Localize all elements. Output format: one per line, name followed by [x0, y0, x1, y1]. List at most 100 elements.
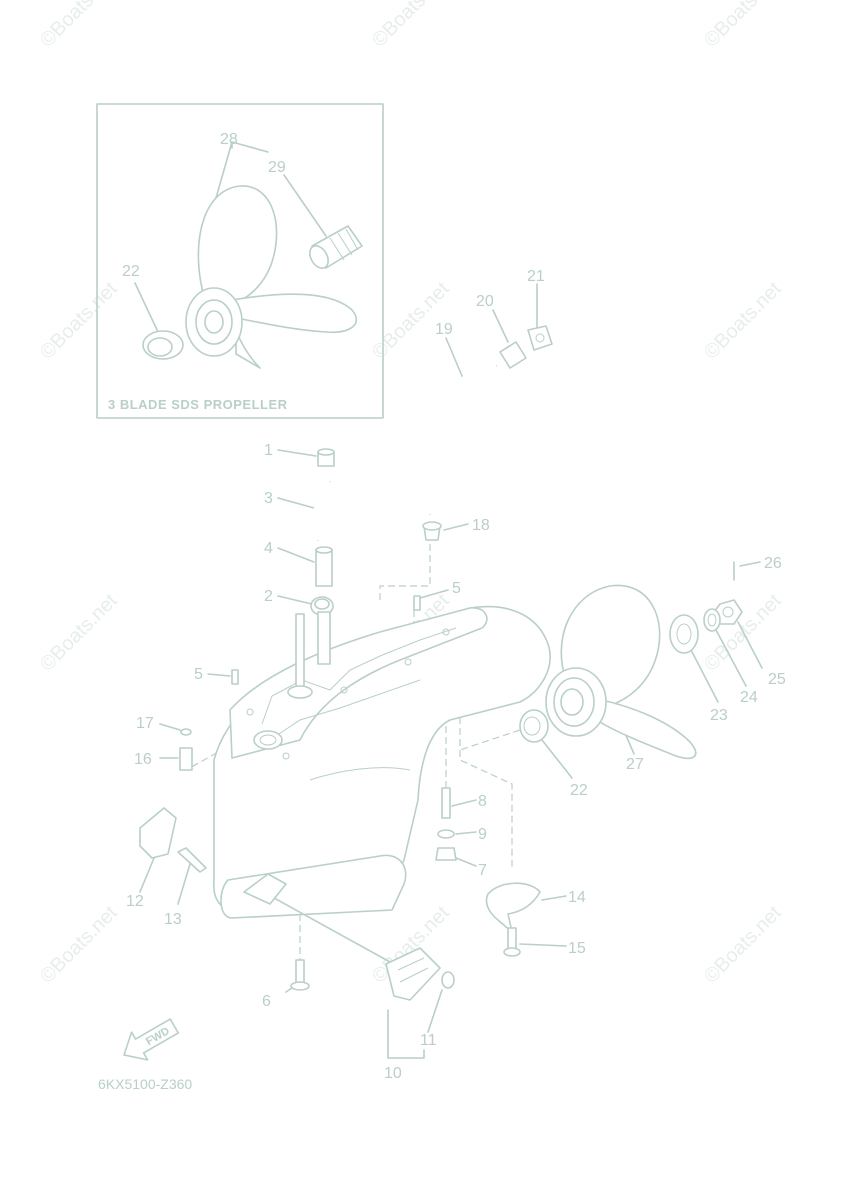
leader-10-link	[255, 887, 391, 963]
water-inlet	[253, 730, 283, 750]
leader-5a	[207, 673, 231, 677]
part-1-cap	[277, 448, 335, 467]
part-4-tube	[277, 546, 333, 587]
callout-20: 20	[476, 293, 494, 310]
prop-hub-inner	[560, 688, 584, 716]
leader-18	[443, 523, 469, 531]
mating-bolt-4	[404, 658, 412, 666]
callout-14: 14	[568, 889, 586, 906]
leader-2	[277, 595, 313, 605]
mating-bolt-3	[340, 686, 348, 694]
nut-21-body	[527, 325, 553, 351]
grommet-2-inner	[314, 598, 330, 610]
mating-bolt-1	[246, 708, 254, 716]
tube-3-inner	[314, 478, 333, 540]
leader-29	[283, 174, 327, 237]
pipe-19-inner	[427, 363, 498, 514]
washer-17	[180, 728, 192, 736]
part-6-bolt	[285, 959, 310, 993]
callout-18: 18	[472, 517, 490, 534]
callout-8: 8	[478, 793, 487, 810]
leader-25	[737, 621, 763, 669]
part-13-bolt	[177, 847, 207, 905]
diagram-code: 6KX5100-Z360	[98, 1076, 192, 1092]
pipe-19-outer	[429, 365, 497, 515]
callout-4: 4	[264, 540, 273, 557]
callout-21: 21	[527, 268, 545, 285]
callout-labels: 28 29 22 21 20 19 1 3 18 4 26 2 5 5 25 2…	[122, 131, 786, 1082]
impeller-14	[485, 882, 541, 933]
callout-28: 28	[220, 131, 238, 148]
sds-hub-part	[309, 225, 363, 269]
bracket-10	[387, 1009, 425, 1059]
grommet-18-top	[422, 521, 442, 531]
part-14-impeller	[485, 882, 567, 933]
blade-top	[197, 185, 278, 305]
stud-8	[441, 787, 451, 819]
inset-frame	[96, 103, 384, 419]
part-23-spacer	[669, 614, 719, 703]
watermark-7: ©Boats.net	[36, 589, 122, 675]
callout-2: 2	[264, 588, 273, 605]
leader-26	[739, 561, 761, 567]
leader-11	[427, 989, 443, 1033]
part-15-bolt	[503, 927, 567, 957]
sds-hub-end	[309, 245, 329, 269]
leader-23	[689, 647, 719, 703]
part-2-grommet	[277, 595, 334, 616]
nut-21-hole	[535, 333, 545, 343]
bolt-15-head	[503, 947, 521, 957]
leader-1	[277, 449, 317, 457]
leader-13	[177, 863, 191, 905]
lower-unit-housing	[185, 540, 551, 960]
bracket-28	[215, 141, 269, 199]
part-17-16	[159, 723, 193, 771]
tab-mount	[243, 873, 287, 905]
part-10-anode	[243, 873, 441, 1059]
drive-shaft-collar	[287, 685, 313, 699]
leader-5b	[419, 589, 449, 599]
washer-22-inner	[523, 716, 541, 736]
prop-blade-right	[599, 699, 697, 760]
part-18-grommet	[422, 521, 469, 541]
washer-22-outer	[519, 709, 549, 743]
part-11-screw	[427, 971, 455, 1033]
drive-shaft	[295, 613, 305, 691]
callout-3: 3	[264, 490, 273, 507]
part-26-pin	[733, 561, 761, 581]
callout-25: 25	[768, 671, 786, 688]
leader-3	[277, 497, 315, 509]
hub-inner	[204, 310, 224, 334]
anode-10-detail	[397, 957, 429, 983]
mating-detail-2	[269, 679, 421, 741]
inset-washer	[142, 330, 184, 360]
inset-propeller	[185, 185, 358, 369]
callout-23: 23	[710, 707, 728, 724]
callout-22a: 22	[122, 263, 140, 280]
leader-19	[445, 337, 463, 377]
callout-11: 11	[420, 1032, 437, 1049]
watermark-10: ©Boats.net	[36, 901, 122, 987]
washer-24-outer	[703, 608, 721, 632]
tube-4-top	[315, 546, 333, 554]
nut-7	[435, 847, 457, 861]
water-tube-stub	[317, 611, 331, 665]
part-21-nut	[527, 283, 553, 351]
water-inlet-inner	[259, 734, 277, 746]
pin-5b	[413, 595, 421, 611]
leader-17	[159, 723, 181, 731]
part-5-pins	[207, 589, 449, 685]
leader-4	[277, 547, 315, 563]
part-8-9-7	[435, 787, 477, 867]
callout-10: 10	[384, 1065, 402, 1082]
leader-9	[455, 831, 477, 835]
callout-5b: 5	[452, 580, 461, 597]
bolt-6-shank	[295, 959, 305, 985]
fwd-arrow-shape	[123, 1018, 180, 1061]
leader-8	[451, 799, 477, 807]
callout-24: 24	[740, 689, 758, 706]
anode-12	[139, 807, 177, 859]
inset-washer-inner	[147, 337, 173, 357]
tube-4-body	[315, 549, 333, 587]
